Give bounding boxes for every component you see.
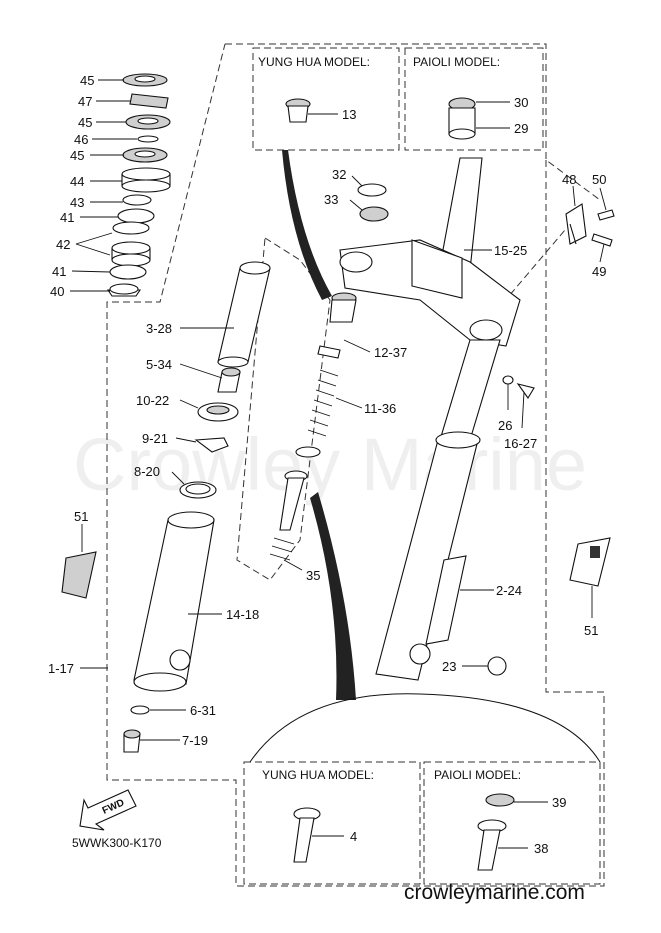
yung-hua-bottom-header: YUNG HUA MODEL: xyxy=(262,768,374,782)
callout-9-21: 9-21 xyxy=(142,431,168,446)
bolt-49 xyxy=(591,233,613,247)
callout-1-17: 1-17 xyxy=(48,661,74,676)
piston-12-37 xyxy=(329,292,371,353)
callout-29: 29 xyxy=(514,121,528,136)
callout-51: 51 xyxy=(74,509,88,524)
callout-48: 48 xyxy=(562,172,576,187)
bolt-7-19 xyxy=(123,729,180,753)
callout-10-22: 10-22 xyxy=(136,393,169,408)
callout-23: 23 xyxy=(442,659,456,674)
watermark: Crowley Marine xyxy=(73,423,587,506)
bolt-16-27 xyxy=(516,383,535,400)
paioli-top-box xyxy=(404,47,544,151)
steering-bearing-stack xyxy=(106,73,171,297)
callout-35: 35 xyxy=(306,568,320,583)
spring-11-36 xyxy=(307,345,363,437)
yung-hua-top-box xyxy=(252,47,400,151)
main-assembly-outline xyxy=(106,43,605,887)
detail-pointer-top xyxy=(282,150,332,300)
callout-3-28: 3-28 xyxy=(146,321,172,336)
website-footer: crowleymarine.com xyxy=(404,881,585,904)
callout-45: 45 xyxy=(70,148,84,163)
callout-labels: 45 47 45 46 45 44 43 41 42 41 40 13 30 2… xyxy=(48,73,606,856)
paioli-bottom-box xyxy=(423,761,601,885)
manual-51-icon xyxy=(590,546,600,558)
callout-4: 4 xyxy=(350,829,357,844)
callout-45: 45 xyxy=(78,115,92,130)
callout-26: 26 xyxy=(498,418,512,433)
callout-16-27: 16-27 xyxy=(504,436,537,451)
callout-8-20: 8-20 xyxy=(134,464,160,479)
callout-42: 42 xyxy=(56,237,70,252)
cap-32 xyxy=(357,183,387,197)
callout-11-36: 11-36 xyxy=(364,401,396,416)
callout-7-19: 7-19 xyxy=(182,733,208,748)
manual-51-right xyxy=(569,537,611,587)
part-5-34 xyxy=(179,363,241,393)
seal-10-22 xyxy=(179,399,239,422)
washer-8-20 xyxy=(171,471,217,499)
part-39-paioli xyxy=(485,793,548,807)
fork-tube-2-24 xyxy=(375,339,501,681)
bolt-50 xyxy=(597,209,615,221)
callout-41: 41 xyxy=(52,264,66,279)
left-stack-leaders xyxy=(70,79,137,292)
paioli-bottom-header: PAIOLI MODEL: xyxy=(434,768,521,782)
callout-50: 50 xyxy=(592,172,606,187)
callout-12-37: 12-37 xyxy=(374,345,407,360)
clip-23 xyxy=(487,656,507,676)
callout-51: 51 xyxy=(584,623,598,638)
callout-46: 46 xyxy=(74,132,88,147)
outer-tube-14-18 xyxy=(133,511,222,692)
detail-pointer-bottom xyxy=(310,492,356,700)
callout-47: 47 xyxy=(78,94,92,109)
callout-38: 38 xyxy=(534,841,548,856)
part-13-adjuster xyxy=(285,98,338,123)
inner-tube-3-28 xyxy=(180,261,271,368)
callout-33: 33 xyxy=(324,192,338,207)
callout-45: 45 xyxy=(80,73,94,88)
part-29-30-cap xyxy=(448,97,510,140)
detail-arc xyxy=(249,693,601,763)
damper-group-outline xyxy=(236,237,331,581)
bracket-leader xyxy=(502,229,566,304)
clip-9-21 xyxy=(175,437,229,453)
callout-15-25: 15-25 xyxy=(494,243,527,258)
damper-washer xyxy=(295,446,321,458)
callout-40: 40 xyxy=(50,284,64,299)
callout-41: 41 xyxy=(60,210,74,225)
callout-5-34: 5-34 xyxy=(146,357,172,372)
steering-stem-15-25 xyxy=(339,157,521,347)
callout-6-31: 6-31 xyxy=(190,703,216,718)
part-38-paioli xyxy=(477,819,528,871)
reference-code: 5WWK300-K170 xyxy=(72,836,162,850)
part-4-yung-hua xyxy=(293,807,344,863)
callout-32: 32 xyxy=(332,167,346,182)
callout-49: 49 xyxy=(592,264,606,279)
spring-35 xyxy=(269,537,303,571)
callout-43: 43 xyxy=(70,195,84,210)
callout-44: 44 xyxy=(70,174,84,189)
fwd-arrow: FWD xyxy=(79,789,137,831)
cap-33 xyxy=(359,206,389,222)
callout-13: 13 xyxy=(342,107,356,122)
washer-26 xyxy=(502,375,514,385)
callout-39: 39 xyxy=(552,795,566,810)
damper-rod xyxy=(279,470,308,531)
bracket-48 xyxy=(565,185,587,245)
yung-hua-bottom-box xyxy=(243,761,421,885)
yung-hua-top-header: YUNG HUA MODEL: xyxy=(258,55,370,69)
callout-30: 30 xyxy=(514,95,528,110)
manual-51-left xyxy=(61,551,97,599)
callout-14-18: 14-18 xyxy=(226,607,259,622)
oring-6-31 xyxy=(130,705,150,715)
paioli-top-header: PAIOLI MODEL: xyxy=(413,55,500,69)
callout-2-24: 2-24 xyxy=(496,583,522,598)
